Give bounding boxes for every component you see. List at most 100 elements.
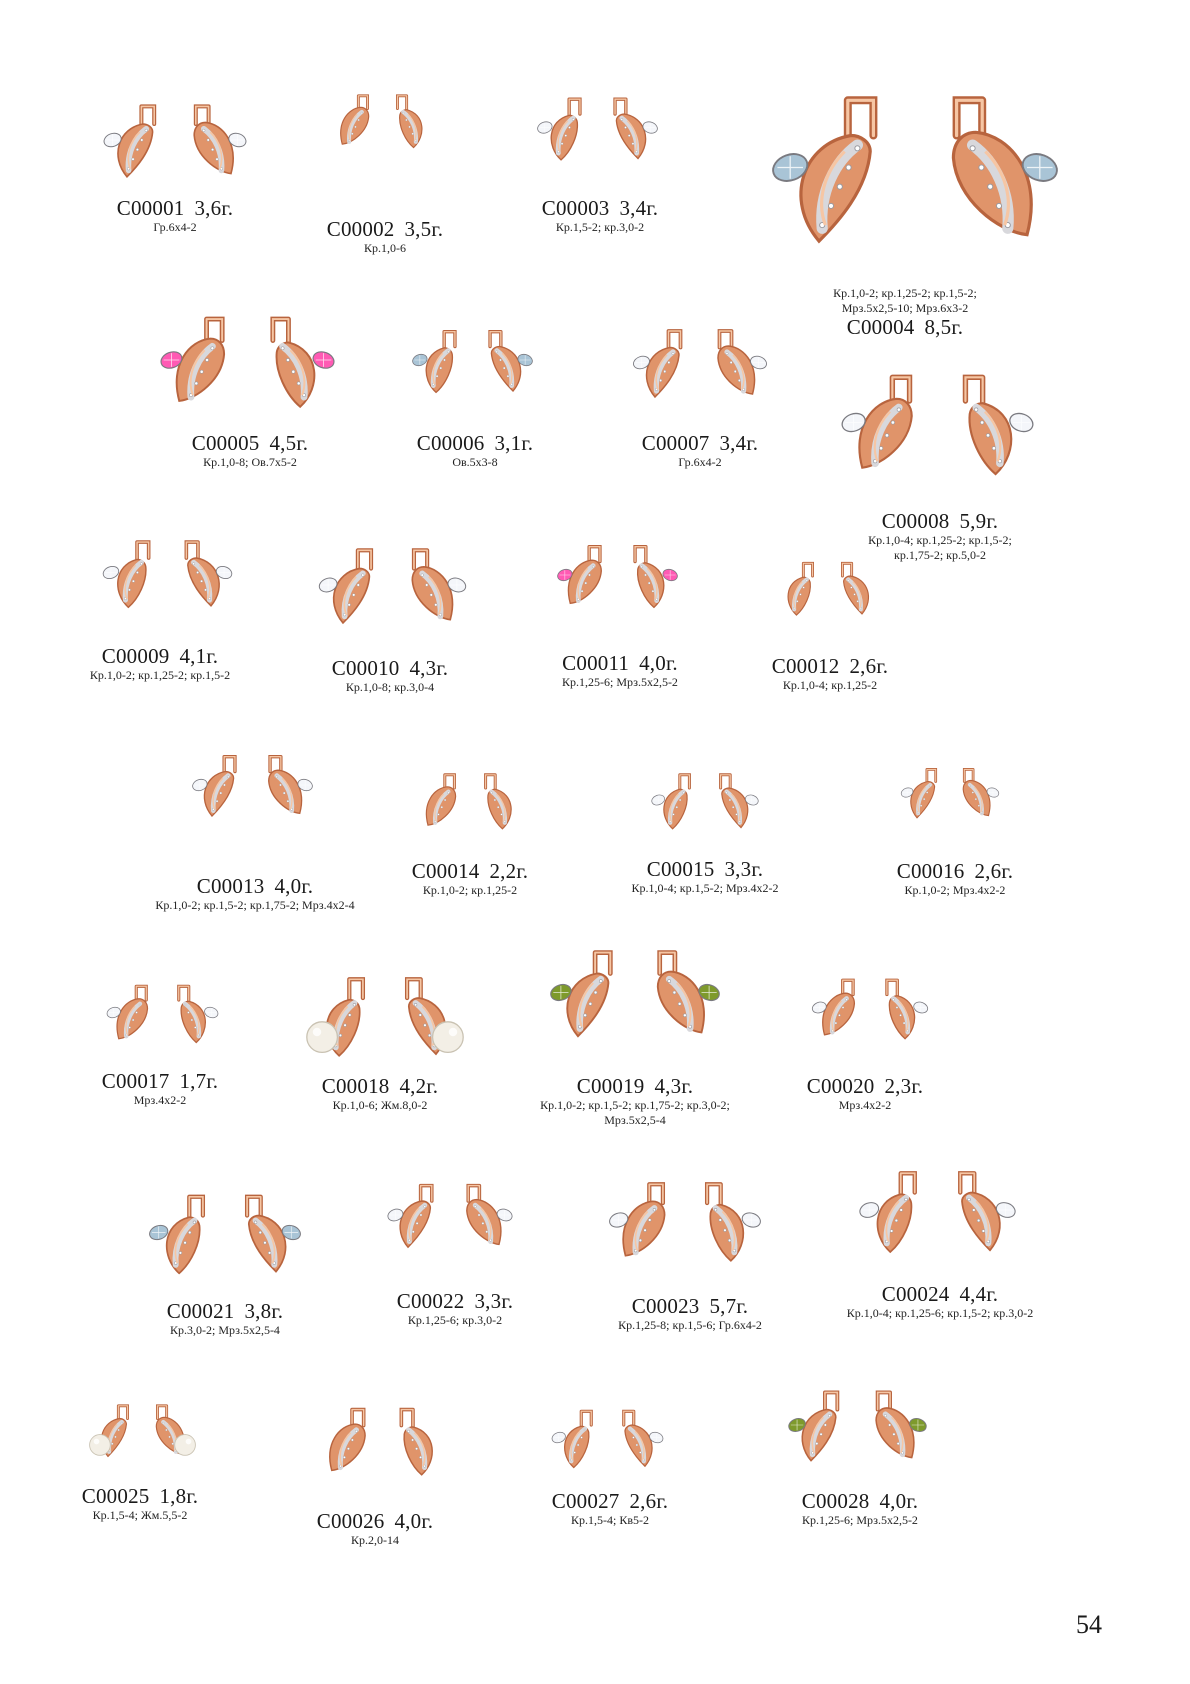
product-stones-spec: Кр.1,0-2; Мрз.4х2-2: [904, 883, 1006, 897]
earring-body: [622, 1200, 666, 1257]
earring-right: [622, 1409, 664, 1468]
product-code: С00005: [191, 431, 260, 455]
product-code: С00024: [881, 1282, 950, 1306]
product-title: С00005 4,5г.: [100, 432, 400, 455]
product-code: С00016: [896, 859, 965, 883]
earring-body: [645, 346, 680, 399]
product-stones-spec: Мрз.4х2-2: [133, 1093, 187, 1107]
product-code: С00015: [646, 857, 715, 881]
earring-left: [811, 978, 856, 1036]
product-code: С00011: [562, 651, 630, 675]
earring-right: [656, 950, 720, 1034]
earring-left: [425, 773, 457, 826]
product-weight: 3,4г.: [719, 431, 759, 455]
earring-body: [117, 558, 147, 609]
earring-body: [799, 133, 872, 244]
earring-right: [704, 1182, 761, 1262]
earring-left: [557, 544, 602, 605]
product-code: С00025: [81, 1484, 150, 1508]
earrings-photo: [310, 515, 475, 655]
earring-left: [160, 316, 226, 403]
earring-body: [403, 1426, 433, 1476]
product-stones-spec: Ов.5х3-8: [452, 455, 498, 469]
earring-left: [651, 773, 691, 830]
earring-body: [425, 786, 457, 826]
product-stones-spec: Кр.2,0-14: [351, 1533, 399, 1547]
product-stones-spec: Кр.1,0-2; кр.1,25-2: [422, 883, 518, 897]
product-code: С00004: [846, 315, 915, 339]
earring-left: [841, 374, 913, 469]
earring-right: [633, 544, 678, 609]
earring-left: [329, 1407, 366, 1472]
product-code: С00023: [631, 1294, 700, 1318]
product-stones-spec: Мрз.4х2-2: [838, 1098, 892, 1112]
earrings-photo: [625, 295, 775, 430]
earring-body: [624, 1424, 653, 1468]
product-stones-spec: Кр.1,0-8; Ов.7х5-2: [203, 455, 297, 469]
product-weight: 4,3г.: [409, 656, 449, 680]
pearl: [174, 1434, 196, 1456]
product-stones-spec: Кр.1,0-4; кр.1,25-2; кр.1,5-2;: [868, 533, 1012, 547]
earrings-photo: [645, 740, 765, 860]
earrings-photo: [530, 55, 665, 200]
earring-body: [203, 770, 235, 818]
product-caption: Кр.1,0-2; кр.1,25-2; кр.1,5-2;Мрз.5х2,5-…: [755, 286, 1055, 339]
earring-left: [551, 1409, 593, 1469]
product-weight: 4,0г.: [879, 1489, 919, 1513]
earring-left: [859, 1171, 917, 1254]
earring-body: [490, 345, 522, 393]
product-weight: 4,5г.: [269, 431, 309, 455]
earring-right: [399, 1407, 433, 1476]
product-weight: 4,1г.: [179, 644, 219, 668]
earring-left: [787, 561, 814, 616]
earring-left: [318, 548, 374, 625]
earring-body: [721, 787, 749, 829]
earring-body: [175, 337, 226, 403]
product-weight: 4,4г.: [959, 1282, 999, 1306]
product-stones-spec: Мрз.5х2,5-10; Мрз.6х3-2: [841, 301, 969, 315]
product-stones-spec: Кр.1,0-6; Жм.8,0-2: [332, 1098, 428, 1112]
product-weight: 1,7г.: [179, 1069, 219, 1093]
earrings-photo: [410, 740, 530, 860]
earrings-photo: [85, 1375, 200, 1485]
earring-body: [787, 576, 811, 616]
product-code: С00001: [116, 196, 185, 220]
earrings-photo: [830, 335, 1045, 510]
earring-body: [968, 402, 1013, 476]
product-weight: 3,4г.: [619, 196, 659, 220]
earring-left: [772, 96, 878, 244]
earrings-photo: [95, 505, 240, 640]
page-number: 54: [1076, 1610, 1102, 1639]
product-code: С00027: [551, 1489, 620, 1513]
earring-right: [270, 316, 335, 409]
product-caption: С00005 4,5г.Кр.1,0-8; Ов.7х5-2: [100, 432, 400, 470]
pearl: [89, 1434, 111, 1456]
earrings-photo: [545, 1385, 670, 1490]
product-code: С00012: [771, 654, 840, 678]
product-code: С00017: [101, 1069, 170, 1093]
earring-left: [192, 754, 237, 818]
earring-body: [615, 113, 647, 160]
product-weight: 4,0г.: [639, 651, 678, 675]
earrings-photo: [540, 910, 730, 1075]
earrings-photo: [310, 1370, 455, 1510]
product-stones-spec: Кр.1,25-6; кр.3,0-2: [407, 1313, 503, 1327]
earring-left: [788, 1390, 840, 1462]
product-stones-spec: Кр.1,25-6; Мрз.5х2,5-2: [562, 675, 678, 689]
earring-right: [244, 1194, 301, 1273]
